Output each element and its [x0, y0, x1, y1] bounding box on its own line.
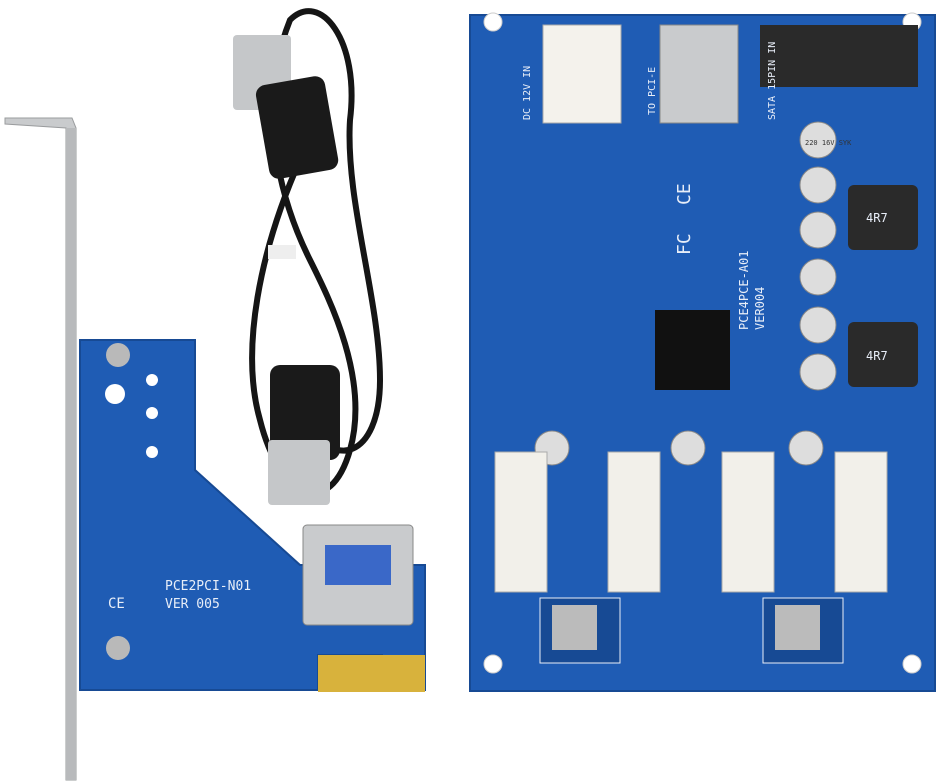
capacitor-label: 220 16V SYK	[805, 139, 852, 147]
small-riser-board: CE PCE2PCI-N01 VER 005	[79, 339, 426, 692]
usb-plug	[268, 440, 330, 505]
screw	[106, 343, 130, 367]
inductor-label: 4R7	[866, 349, 888, 363]
pcie-slots	[494, 451, 888, 593]
ce-mark: CE	[674, 183, 695, 205]
board-model-label: PCE4PCE-A01	[737, 251, 751, 330]
power-connector	[542, 24, 622, 124]
board-model-label: PCE2PCI-N01	[165, 579, 251, 594]
sata-connector	[760, 25, 918, 87]
board-version-label: VER004	[753, 287, 767, 330]
heatsink	[655, 310, 730, 390]
screw	[106, 636, 130, 660]
fcc-mark: FC	[674, 233, 695, 255]
power-label: DC 12V IN	[522, 66, 533, 120]
usb-port	[659, 24, 739, 124]
metal-bracket	[4, 117, 77, 781]
usb-label: TO PCI-E	[647, 67, 658, 115]
inductor-label: 4R7	[866, 211, 888, 225]
ce-mark: CE	[108, 596, 125, 612]
gold-edge-connector	[318, 655, 425, 692]
board-version-label: VER 005	[165, 597, 220, 612]
large-expansion-board: 4R7 4R7 220 16V SYK DC 12V IN TO PCI-E S…	[469, 12, 936, 692]
sata-label: SATA 15PIN IN	[767, 42, 778, 120]
